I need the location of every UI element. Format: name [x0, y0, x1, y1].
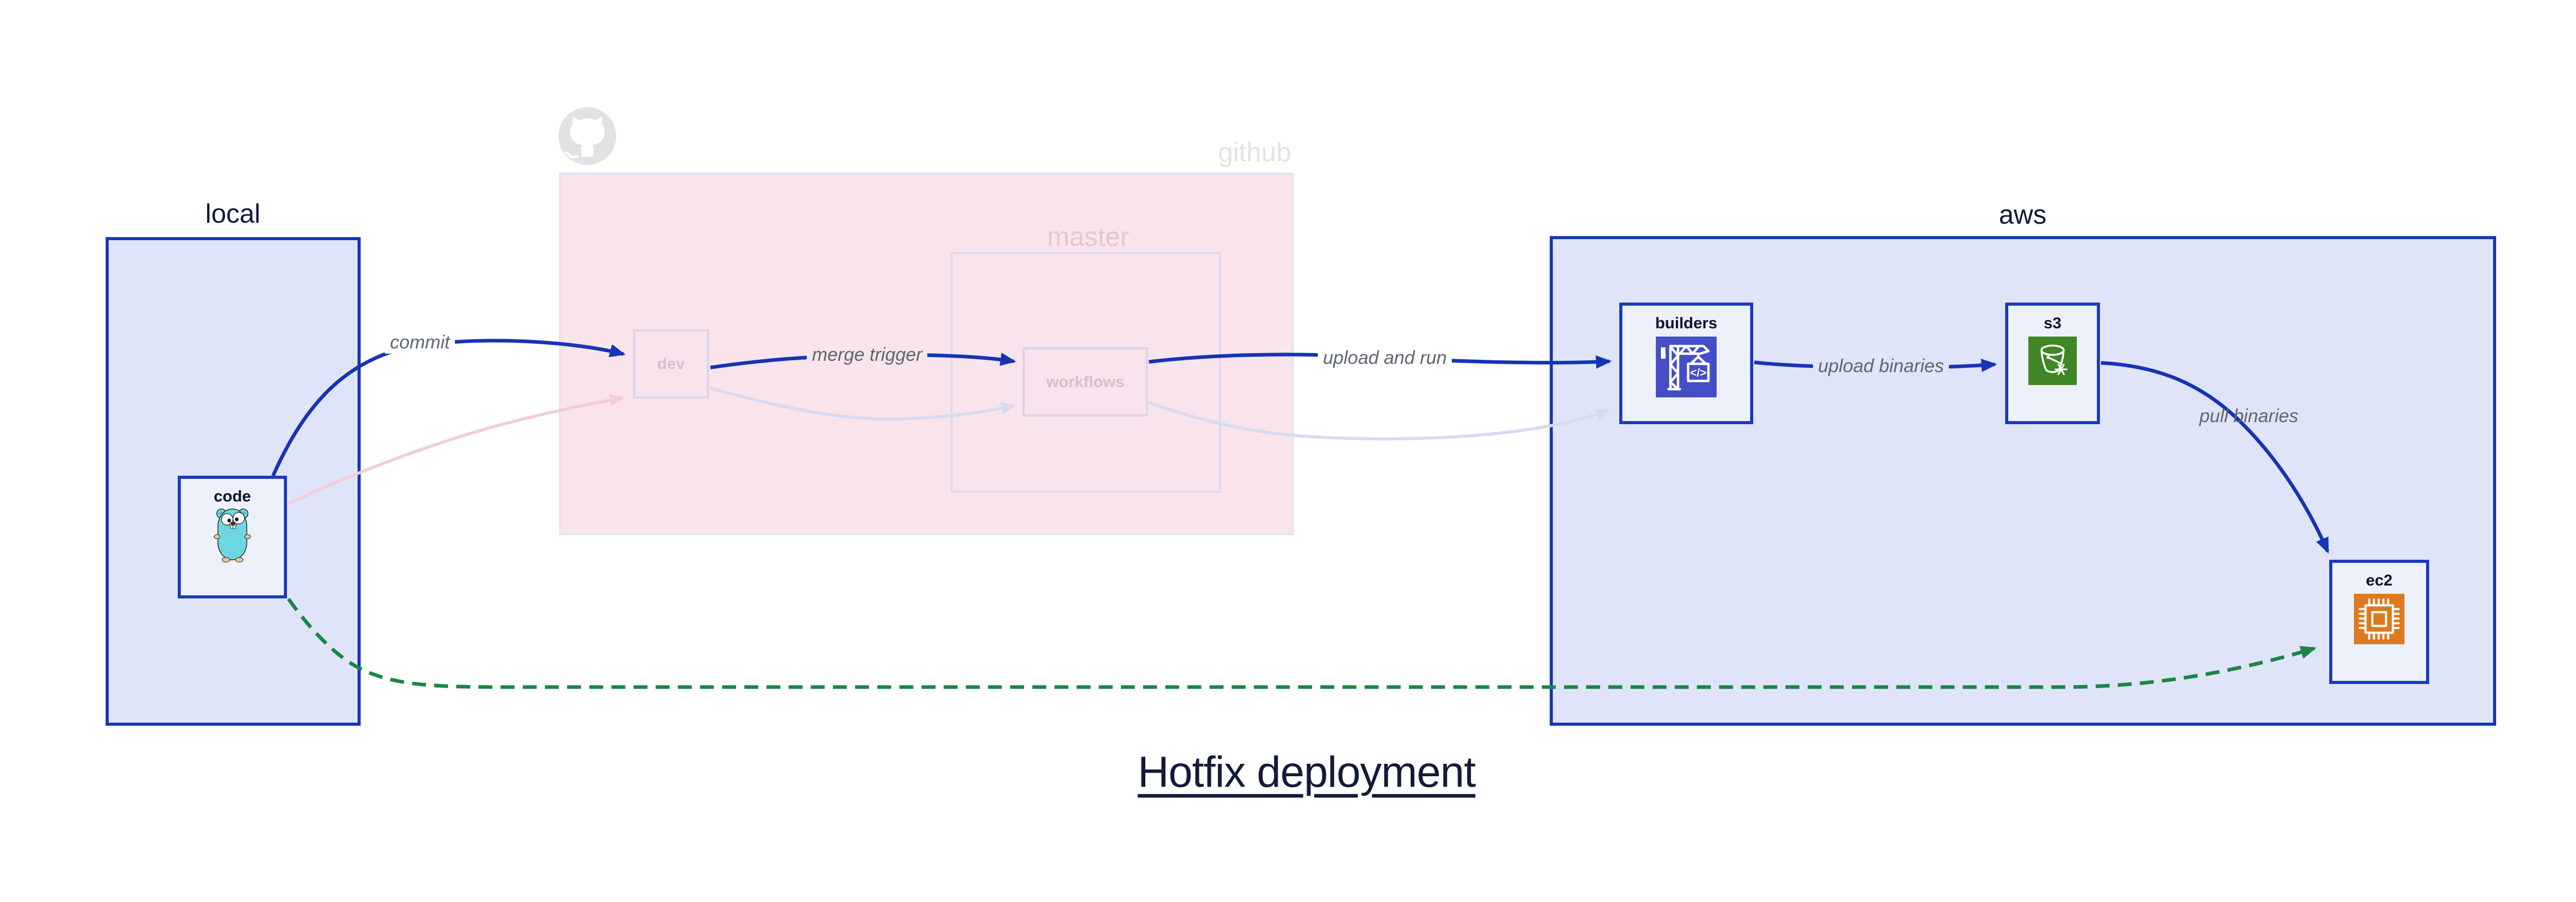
node-ec2-label: ec2 — [2366, 571, 2393, 589]
edge-label-upload-binaries: upload binaries — [1812, 355, 1950, 377]
node-workflows: workflows — [1023, 347, 1148, 416]
codebuild-crane-icon: </> — [1656, 337, 1717, 400]
s3-glacier-bucket-icon — [2028, 337, 2077, 388]
node-builders: builders </> — [1619, 303, 1753, 424]
ec2-chip-icon — [2354, 594, 2404, 647]
diagram-title: Hotfix deployment — [1138, 747, 1476, 796]
svg-text:</>: </> — [1690, 366, 1706, 379]
master-group-label: master — [1047, 222, 1129, 252]
node-ec2: ec2 — [2329, 560, 2429, 684]
go-gopher-icon — [214, 507, 251, 567]
edge-label-pull-binaries: pull binaries — [2199, 405, 2299, 427]
node-s3: s3 — [2005, 303, 2100, 424]
node-dev-label: dev — [657, 355, 685, 373]
node-dev: dev — [633, 329, 709, 398]
edge-label-merge-trigger: merge trigger — [806, 343, 928, 366]
node-code-label: code — [213, 487, 251, 505]
node-workflows-label: workflows — [1046, 373, 1125, 391]
github-group-label: github — [1218, 138, 1291, 168]
local-group-label: local — [205, 199, 261, 229]
aws-group-label: aws — [1998, 200, 2047, 230]
node-builders-label: builders — [1655, 314, 1718, 332]
node-code: code — [178, 476, 287, 598]
edge-label-commit: commit — [385, 331, 455, 354]
node-s3-label: s3 — [2043, 314, 2062, 332]
github-octocat-icon — [557, 106, 618, 166]
edge-label-upload-and-run: upload and run — [1317, 346, 1452, 369]
